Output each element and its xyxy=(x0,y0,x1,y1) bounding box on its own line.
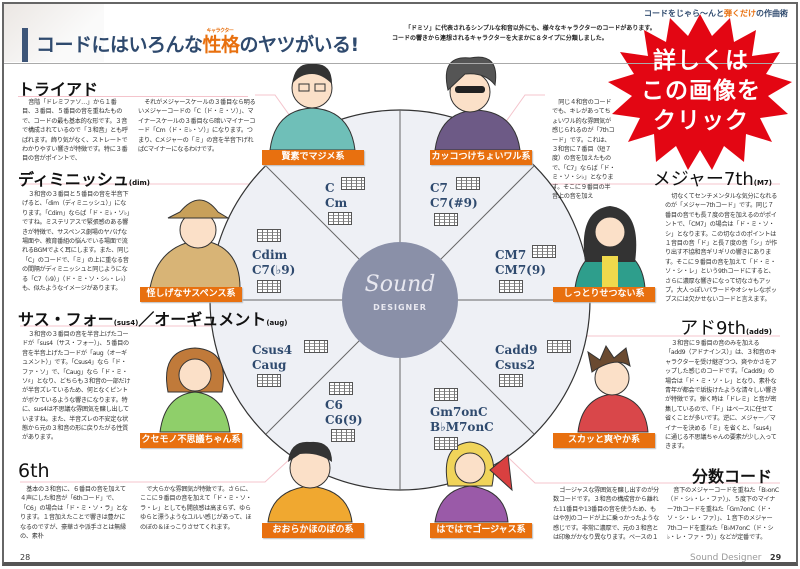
title-accent-bar xyxy=(22,28,28,62)
chord-name: CM7(9) xyxy=(495,263,546,277)
label-quirky: クセモノ不思議ちゃん系 xyxy=(140,433,242,448)
heading-add9: アド9th(add9) xyxy=(680,318,772,339)
label-refreshing: スカッと爽やか系 xyxy=(553,433,655,448)
sixth-text-col1: 基本の３和音に、６番目の音を加えて４声にした和音が「6thコード」で、「C6」の… xyxy=(20,486,128,541)
chord-diagram xyxy=(257,280,281,293)
label-serious: 賢素でマジメ系 xyxy=(262,150,364,165)
running-header: コードをじゃら〜んと弾くだけの作曲術 xyxy=(644,9,788,18)
chord-name: CM7 xyxy=(495,248,527,262)
label-suspense: 怪しげなサスペンス系 xyxy=(140,287,242,302)
character-suspense xyxy=(149,199,241,289)
label-gorgeous: はではでゴージャス系 xyxy=(430,523,532,538)
promo-starburst xyxy=(608,14,792,170)
chord-name: B♭M7onC xyxy=(430,420,494,434)
brand-footer: Sound Designer xyxy=(690,553,762,563)
label-cool: カッコつけちょいワル系 xyxy=(430,150,532,165)
chord-diagram xyxy=(328,212,352,225)
chord-diagram xyxy=(499,280,523,293)
character-easygoing xyxy=(267,441,353,523)
chord-name: C6(9) xyxy=(325,413,363,427)
guitar-photo xyxy=(4,4,104,62)
chord-name: C7(♭9) xyxy=(252,263,296,277)
divider xyxy=(18,96,248,97)
heading-dim: ディミニッシュ(dim) xyxy=(18,170,150,189)
chord-diagram xyxy=(456,177,480,190)
chord-diagram xyxy=(341,177,365,190)
heading-slash-chord: 分数コード xyxy=(691,467,772,486)
intro-line-1: 「ドミソ」に代表されるシンプルな和音以外にも、様々なキャラクターのコードがありま… xyxy=(405,25,656,32)
character-cool xyxy=(434,56,521,151)
chord-diagram xyxy=(547,340,571,353)
chord-diagram xyxy=(304,340,328,353)
page-number-left: 28 xyxy=(20,553,31,562)
logo-circle xyxy=(342,242,458,358)
chord-diagram xyxy=(331,429,355,442)
chord-diagram xyxy=(532,245,556,258)
seventh-text: 同じ４和音のコードでも、キレがあってちょいワル的な雰囲気が感じられるのが「7th… xyxy=(552,99,616,201)
chord-diagram xyxy=(257,229,281,242)
chord-name: Csus4 xyxy=(252,343,293,357)
heading-6th: 6th xyxy=(18,460,50,482)
sixth-text-col2: で大らかな雰囲気が特徴です。さらに、ここに９番目の音を加えて「ド・ミ・ソ・ラ・レ… xyxy=(140,486,252,531)
logo-word: Sound xyxy=(364,272,436,297)
chord-name: Csus2 xyxy=(495,358,536,372)
chord-diagram xyxy=(434,388,458,401)
promo-click-link[interactable]: 詳しくはこの画像をクリック xyxy=(641,48,761,134)
chord-diagram xyxy=(257,374,281,387)
character-quirky xyxy=(159,347,231,433)
chord-diagram xyxy=(329,382,353,395)
page-title: コードにはいろんなキャラクター性格のヤツがいる! xyxy=(36,28,359,56)
dim-text: ３和音の３番目と５番目の音を半音下げると、「dim（ディミニッシュ）」になります… xyxy=(22,191,130,293)
character-serious xyxy=(269,63,356,151)
header-divider xyxy=(4,63,796,64)
chord-name: C7 xyxy=(430,181,448,195)
add9-text: ３和音に９番目の音のみを加える「add9（アドナインス）」は、３和音のキャラクタ… xyxy=(665,340,777,451)
character-sentimental xyxy=(574,206,646,289)
heading-sus-aug: サス・フォー(sus4)／オーギュメント(aug) xyxy=(18,310,288,329)
label-easygoing: おおらかほのぼの系 xyxy=(262,523,364,538)
chord-name: Cadd9 xyxy=(495,343,538,357)
chord-name: C7(#9) xyxy=(430,196,478,210)
triad-text-col2: それがメジャースケールの３番目なら明るいメジャーコードの「C（ド・ミ・ソ）」、マ… xyxy=(138,99,256,154)
logo-sub: DESIGNER xyxy=(373,303,427,312)
heading-maj7: メジャー7th(M7) xyxy=(652,169,772,190)
chord-name: C6 xyxy=(325,398,343,412)
heading-triad: トライアド xyxy=(18,80,99,99)
label-sentimental: しっとりせつない系 xyxy=(553,287,655,302)
chord-name: Cdim xyxy=(252,248,288,262)
triad-text-col1: 音階「ドレミファソ…」から１番目、３番目、５番目の音を重ねたもので、コードの最も… xyxy=(22,99,128,163)
chord-diagram xyxy=(499,374,523,387)
chord-name: Cm xyxy=(325,196,348,210)
chord-diagram xyxy=(434,213,458,226)
maj7-text: 切なくてセンチメンタルな気分になれるのが「メジャー7thコード」です。同じ７番目… xyxy=(665,193,777,304)
page-number-right: 29 xyxy=(770,553,782,562)
chord-name: Caug xyxy=(252,358,287,372)
slash-text-col2: 音下のメジャーコードを重ねた「B♭onC（ド・シ♭・レ・ファ）」、５度下のマイナ… xyxy=(667,487,779,542)
character-gorgeous xyxy=(434,441,513,523)
chord-name: C xyxy=(325,181,335,195)
slash-text-col1: ゴージャスな雰囲気を醸し出すのが分数コードです。３和音の構成音から離れた11番目… xyxy=(553,487,659,542)
chord-name: Gm7onC xyxy=(430,405,488,419)
intro-line-2: コードの響きから連想されるキャラクターを大まかに８タイプに分類しました。 xyxy=(392,35,608,42)
character-refreshing xyxy=(577,344,649,433)
sus-text: ３和音の３番目の音を半音上げたコードが「sus4（サス・フォー）」、５番目の音を… xyxy=(22,331,131,442)
title-ruby: キャラクター xyxy=(206,28,234,34)
chord-diagram xyxy=(434,437,458,450)
